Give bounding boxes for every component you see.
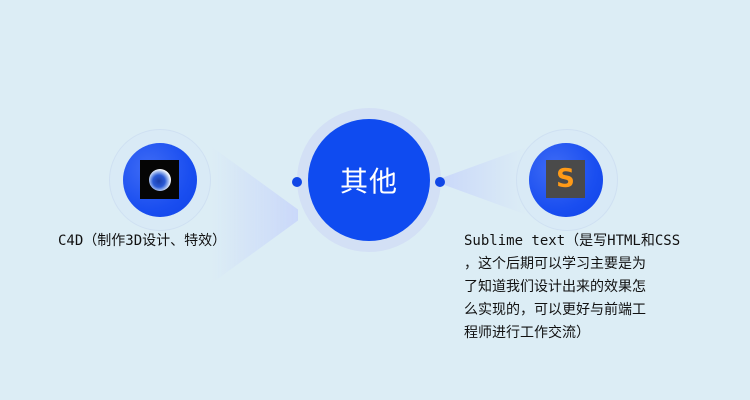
left-connector-beam bbox=[212, 147, 298, 283]
center-node: 其他 bbox=[308, 119, 430, 241]
cinema4d-sphere-icon bbox=[148, 168, 171, 191]
left-connector-dot bbox=[292, 177, 302, 187]
right-connector-beam bbox=[441, 147, 527, 215]
left-node-label: C4D（制作3D设计、特效） bbox=[58, 233, 227, 249]
right-node-line: Sublime text（是写HTML和CSS bbox=[464, 233, 681, 249]
sublime-text-logo-icon: S bbox=[546, 160, 585, 198]
right-node-description: Sublime text（是写HTML和CSS ，这个后期可以学习主要是为 了知… bbox=[464, 230, 680, 345]
right-node-line: 么实现的，可以更好与前端工 bbox=[464, 302, 646, 318]
right-node-line: 了知道我们设计出来的效果怎 bbox=[464, 279, 646, 295]
sublime-glyph: S bbox=[556, 164, 575, 194]
cinema4d-logo-icon bbox=[140, 160, 179, 199]
center-node-label: 其他 bbox=[339, 165, 398, 198]
right-node-line: 程师进行工作交流） bbox=[464, 325, 590, 341]
right-connector-dot bbox=[435, 177, 445, 187]
right-node-line: ，这个后期可以学习主要是为 bbox=[464, 256, 646, 272]
